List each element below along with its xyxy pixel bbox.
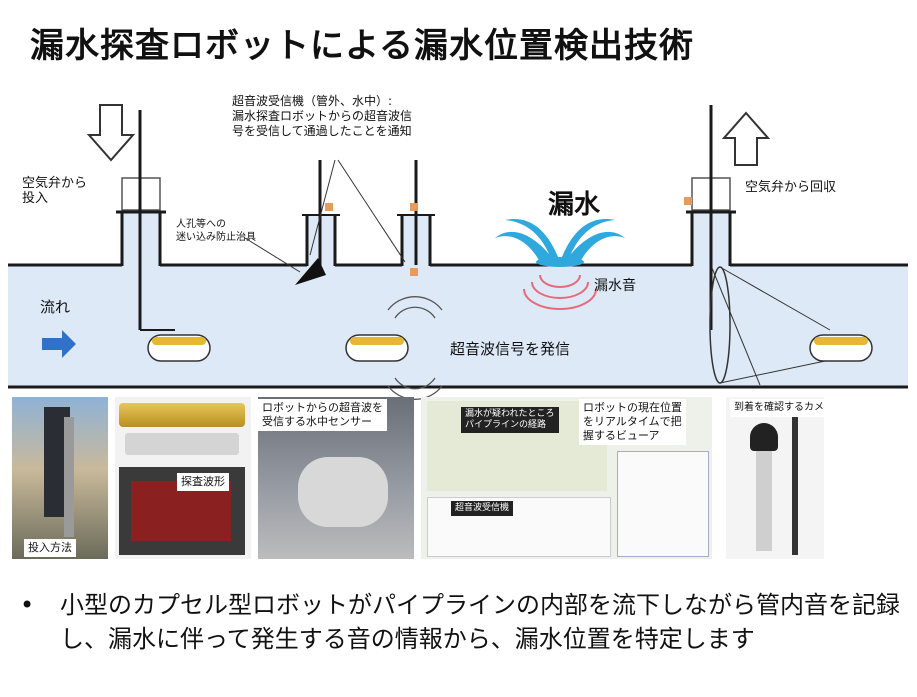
ultrasonic-wave-icon bbox=[387, 296, 443, 400]
leak-sound-icon bbox=[523, 274, 597, 310]
photo-underwater-sensor: ロボットからの超音波を 受信する水中センサー bbox=[258, 397, 414, 559]
receiver-post-1 bbox=[302, 160, 340, 276]
leak-label: 漏水 bbox=[548, 190, 601, 220]
up-arrow-icon bbox=[721, 111, 771, 166]
prevention-jig-label: 人孔等への 迷い込み防止治具 bbox=[176, 219, 256, 243]
photo-caption-sensor: ロボットからの超音波を 受信する水中センサー bbox=[258, 399, 387, 431]
recover-label: 空気弁から回収 bbox=[745, 180, 837, 195]
leak-water-icon bbox=[495, 219, 625, 267]
photo-arrival-camera: 到着を確認するカメラ bbox=[726, 397, 824, 559]
bullet-dot: • bbox=[20, 591, 35, 619]
page-title: 漏水探査ロボットによる漏水位置検出技術 bbox=[30, 26, 694, 66]
leak-sound-label: 漏水音 bbox=[594, 278, 636, 294]
pipeline-diagram bbox=[8, 104, 908, 400]
main-pipe bbox=[8, 265, 908, 387]
down-arrow-icon bbox=[86, 104, 136, 162]
ultrasonic-label: 超音波信号を発信 bbox=[450, 340, 571, 358]
prevention-jig-icon bbox=[295, 258, 326, 285]
photo-caption-camera: 到着を確認するカメラ bbox=[730, 399, 824, 417]
photo-caption-robot: 探査波形 bbox=[177, 473, 229, 491]
photo-note-route: 漏水が疑われたところ パイプラインの経路 bbox=[461, 407, 559, 433]
summary-text: 小型のカプセル型ロボットがパイプラインの内部を流下しながら管内音を記録し、漏水に… bbox=[60, 591, 900, 653]
receiver-label: 超音波受信機（管外、水中）: 漏水探査ロボットからの超音波信 号を受信して通過し… bbox=[232, 94, 413, 138]
photo-insertion-method: 投入方法 bbox=[12, 397, 108, 559]
photo-robot: 探査波形 bbox=[115, 397, 251, 559]
photo-caption-viewer: ロボットの現在位置 をリアルタイムで把 握するビューア bbox=[579, 399, 686, 445]
receiver-post-2 bbox=[397, 160, 435, 276]
photo-note-receiver: 超音波受信機 bbox=[451, 501, 514, 516]
flow-label: 流れ bbox=[40, 298, 71, 316]
recovery-net bbox=[709, 266, 831, 386]
photo-caption-method: 投入方法 bbox=[24, 539, 76, 557]
left-air-valve bbox=[116, 110, 175, 331]
flow-arrow-icon bbox=[42, 330, 76, 358]
inject-label: 空気弁から 投入 bbox=[22, 176, 88, 206]
photo-viewer-map: 漏水が疑われたところ パイプラインの経路 超音波受信機 ロボットの現在位置 をリ… bbox=[421, 397, 712, 559]
